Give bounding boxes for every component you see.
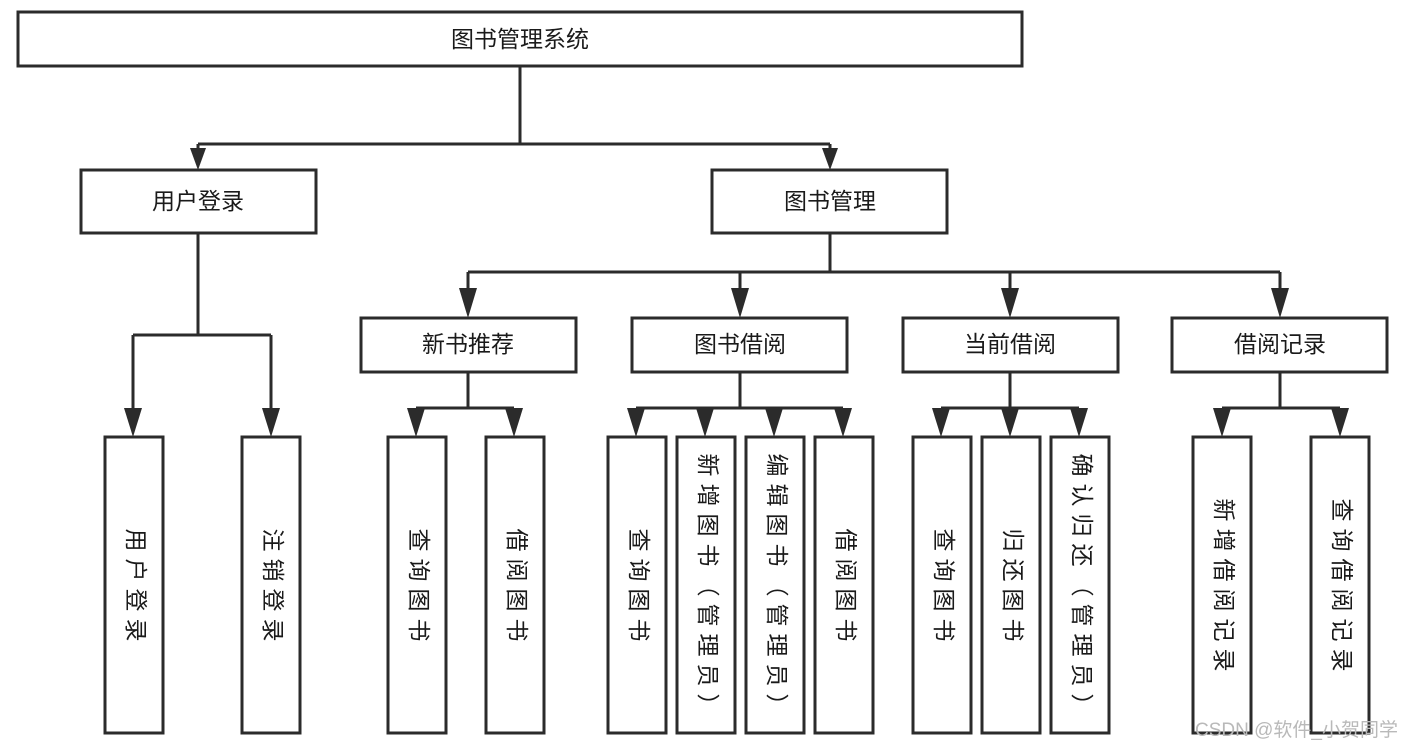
node-leaf-borrow-book-2[interactable]: 借阅图书: [813, 435, 875, 735]
node-leaf-logout-login-box[interactable]: [240, 435, 302, 735]
arrow-to-leaf-query-book-3: [932, 408, 950, 437]
node-leaf-borrow-book-2-label: 借阅图书: [833, 529, 859, 649]
node-leaf-query-book-1[interactable]: 查询图书: [386, 435, 448, 735]
arrow-to-leaf-query-record: [1331, 408, 1349, 437]
node-leaf-confirm-return-label: 确认归还（管理员）: [1069, 454, 1095, 724]
node-leaf-add-record-box[interactable]: [1191, 435, 1253, 735]
node-leaf-return-book-box[interactable]: [980, 435, 1042, 735]
arrow-to-user-login: [190, 148, 206, 170]
arrow-to-leaf-confirm-return: [1070, 408, 1088, 437]
node-book-management[interactable]: 图书管理: [710, 168, 949, 235]
node-user-login-box[interactable]: [79, 168, 318, 235]
node-leaf-add-record[interactable]: 新增借阅记录: [1191, 435, 1253, 735]
arrow-to-leaf-add-record: [1213, 408, 1231, 437]
node-leaf-query-record-label: 查询借阅记录: [1329, 499, 1355, 679]
arrow-to-leaf-query-book-1: [407, 408, 425, 437]
node-current-borrow[interactable]: 当前借阅: [901, 316, 1120, 374]
node-user-login-label: 用户登录: [152, 188, 244, 214]
arrow-to-current-borrow: [1001, 288, 1019, 318]
node-leaf-query-book-1-box[interactable]: [386, 435, 448, 735]
node-root[interactable]: 图书管理系统: [16, 10, 1024, 68]
arrow-to-new-book-recommend: [459, 288, 477, 318]
node-leaf-query-book-2-label: 查询图书: [626, 529, 652, 649]
csdn-watermark: CSDN @软件_小贺同学: [1195, 719, 1398, 741]
node-leaf-add-book-box[interactable]: [675, 435, 737, 735]
node-book-borrow-box[interactable]: [630, 316, 849, 374]
node-leaf-return-book-label: 归还图书: [1000, 529, 1026, 649]
node-leaf-query-book-3[interactable]: 查询图书: [911, 435, 973, 735]
node-current-borrow-label: 当前借阅: [964, 331, 1056, 357]
node-new-book-recommend-label: 新书推荐: [422, 331, 514, 357]
node-leaf-query-book-1-label: 查询图书: [406, 529, 432, 649]
node-book-borrow[interactable]: 图书借阅: [630, 316, 849, 374]
arrow-to-leaf-user-login: [124, 408, 142, 437]
node-leaf-add-book[interactable]: 新增图书（管理员）: [675, 435, 737, 735]
node-leaf-add-book-label: 新增图书（管理员）: [695, 454, 721, 724]
arrow-to-book-borrow: [731, 288, 749, 318]
arrow-to-leaf-edit-book: [765, 408, 783, 437]
arrow-to-borrow-record: [1271, 288, 1289, 318]
node-root-box[interactable]: [16, 10, 1024, 68]
node-leaf-return-book[interactable]: 归还图书: [980, 435, 1042, 735]
node-borrow-record[interactable]: 借阅记录: [1170, 316, 1389, 374]
node-leaf-confirm-return[interactable]: 确认归还（管理员）: [1049, 435, 1111, 735]
arrow-to-leaf-add-book: [696, 408, 714, 437]
node-leaf-edit-book-label: 编辑图书（管理员）: [764, 454, 790, 724]
node-leaf-borrow-book-2-box[interactable]: [813, 435, 875, 735]
node-leaf-logout-login-label: 注销登录: [260, 529, 286, 649]
node-leaf-query-book-2-box[interactable]: [606, 435, 668, 735]
arrow-to-leaf-borrow-book-2: [834, 408, 852, 437]
node-new-book-recommend-box[interactable]: [359, 316, 578, 374]
node-leaf-borrow-book-1-box[interactable]: [484, 435, 546, 735]
arrow-to-leaf-return-book: [1001, 408, 1019, 437]
node-leaf-add-record-label: 新增借阅记录: [1211, 499, 1237, 679]
node-leaf-user-login-box[interactable]: [103, 435, 165, 735]
node-leaf-query-record-box[interactable]: [1309, 435, 1371, 735]
node-borrow-record-label: 借阅记录: [1234, 331, 1326, 357]
arrow-to-leaf-borrow-book-1: [505, 408, 523, 437]
node-book-borrow-label: 图书借阅: [694, 331, 786, 357]
node-leaf-query-book-2[interactable]: 查询图书: [606, 435, 668, 735]
node-book-management-label: 图书管理: [784, 188, 876, 214]
node-leaf-query-book-3-box[interactable]: [911, 435, 973, 735]
node-leaf-user-login[interactable]: 用户登录: [103, 435, 165, 735]
node-current-borrow-box[interactable]: [901, 316, 1120, 374]
node-leaf-logout-login[interactable]: 注销登录: [240, 435, 302, 735]
node-leaf-borrow-book-1-label: 借阅图书: [504, 529, 530, 649]
node-leaf-borrow-book-1[interactable]: 借阅图书: [484, 435, 546, 735]
node-leaf-confirm-return-box[interactable]: [1049, 435, 1111, 735]
node-leaf-edit-book-box[interactable]: [744, 435, 806, 735]
node-book-management-box[interactable]: [710, 168, 949, 235]
arrow-to-book-management: [822, 148, 838, 170]
arrow-to-leaf-query-book-2: [627, 408, 645, 437]
node-new-book-recommend[interactable]: 新书推荐: [359, 316, 578, 374]
node-leaf-query-book-3-label: 查询图书: [931, 529, 957, 649]
node-borrow-record-box[interactable]: [1170, 316, 1389, 374]
node-user-login[interactable]: 用户登录: [79, 168, 318, 235]
arrow-to-leaf-logout-login: [262, 408, 280, 437]
node-leaf-user-login-label: 用户登录: [123, 529, 149, 649]
connector-layer: [124, 66, 1349, 437]
node-root-label: 图书管理系统: [451, 26, 589, 52]
node-leaf-edit-book[interactable]: 编辑图书（管理员）: [744, 435, 806, 735]
node-leaf-query-record[interactable]: 查询借阅记录: [1309, 435, 1371, 735]
